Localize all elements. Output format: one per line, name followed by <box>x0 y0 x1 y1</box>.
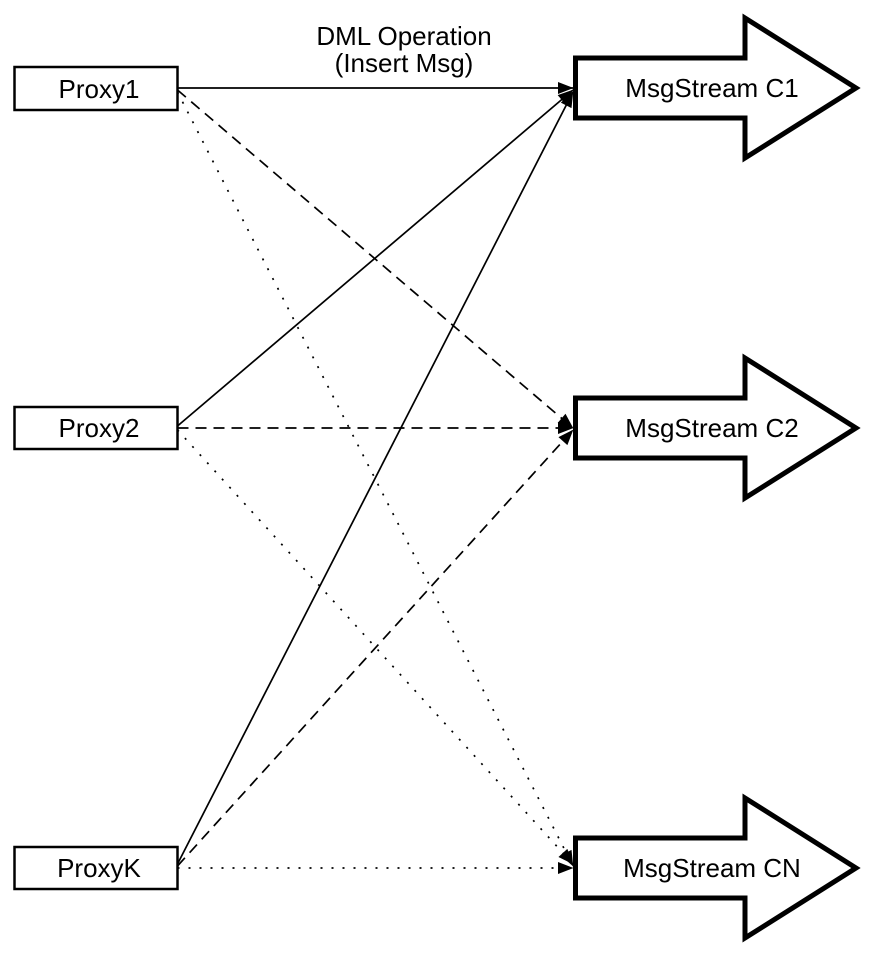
c1-arrow-shape <box>573 13 861 163</box>
cn-label: MsgStream CN <box>623 853 801 883</box>
proxy2-label: Proxy2 <box>59 413 140 443</box>
title-line-2: (Insert Msg) <box>335 48 474 78</box>
edge-proxyk-to-c2 <box>176 429 574 867</box>
proxy1-label: Proxy1 <box>59 74 140 104</box>
edge-proxy1-to-cn <box>176 91 574 867</box>
diagram-title: DML Operation (Insert Msg) <box>316 21 491 78</box>
proxy2-rect <box>13 405 179 451</box>
msgstream-arrow-cn: MsgStream CN <box>573 793 861 943</box>
cn-arrow-shape <box>573 793 861 943</box>
edges <box>176 82 574 874</box>
proxy-box-proxy1: Proxy1 <box>13 65 179 112</box>
edge-proxyk-to-c1 <box>176 91 574 865</box>
c2-label: MsgStream C2 <box>625 413 798 443</box>
msgstream-arrow-c1: MsgStream C1 <box>573 13 861 163</box>
title-line-1: DML Operation <box>316 21 491 51</box>
msgstream-arrow-c2: MsgStream C2 <box>573 353 861 503</box>
proxy-box-proxy2: Proxy2 <box>13 405 179 451</box>
proxy-box-proxyk: ProxyK <box>13 845 179 891</box>
proxyk-rect <box>13 845 179 891</box>
c2-arrow-shape <box>573 353 861 503</box>
proxyk-label: ProxyK <box>57 853 141 883</box>
edge-proxy2-to-c1 <box>176 89 574 427</box>
proxy1-rect <box>13 65 179 112</box>
c1-label: MsgStream C1 <box>625 73 798 103</box>
